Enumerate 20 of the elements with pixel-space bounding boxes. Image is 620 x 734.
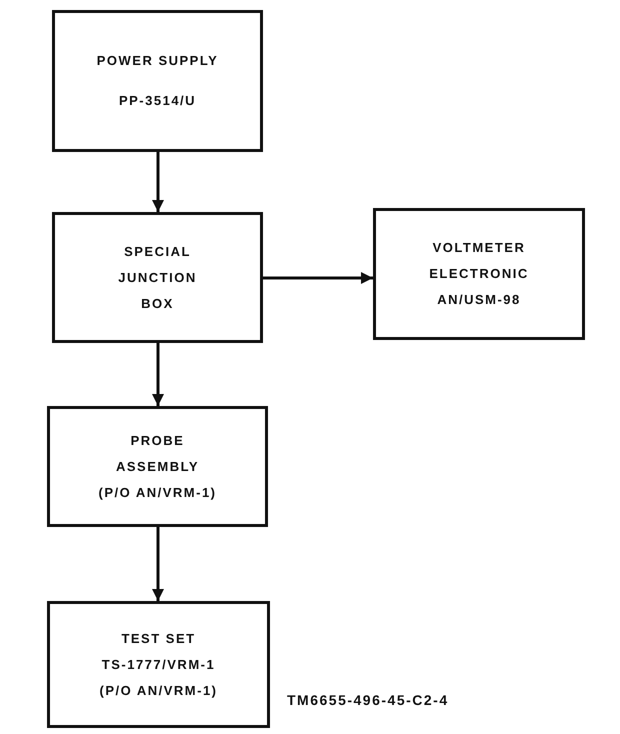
block-box <box>373 208 585 340</box>
block-label: TEST SET <box>121 630 196 648</box>
block-box <box>52 10 263 152</box>
block-label: TS-1777/VRM-1 <box>102 656 216 674</box>
block-label: POWER SUPPLY <box>96 52 218 70</box>
block-label: PROBE ASSEMBLY <box>114 432 200 476</box>
block-label: SPECIAL JUNCTION BOX <box>117 242 198 312</box>
block-label: (P/O AN/VRM-1) <box>99 682 218 700</box>
arrow <box>152 152 164 212</box>
block-label: VOLTMETER ELECTRONIC <box>428 239 530 283</box>
block-label: PP-3514/U <box>118 92 196 110</box>
block-box <box>47 406 268 527</box>
block-label: AN/USM-98 <box>437 291 521 309</box>
arrow <box>152 527 164 601</box>
arrow <box>152 343 164 406</box>
figure-number: TM6655-496-45-C2-4 <box>287 692 449 708</box>
arrow <box>263 272 373 284</box>
block-label: (P/O AN/VRM-1) <box>98 484 217 502</box>
block-box <box>52 212 263 343</box>
block-box <box>47 601 270 728</box>
